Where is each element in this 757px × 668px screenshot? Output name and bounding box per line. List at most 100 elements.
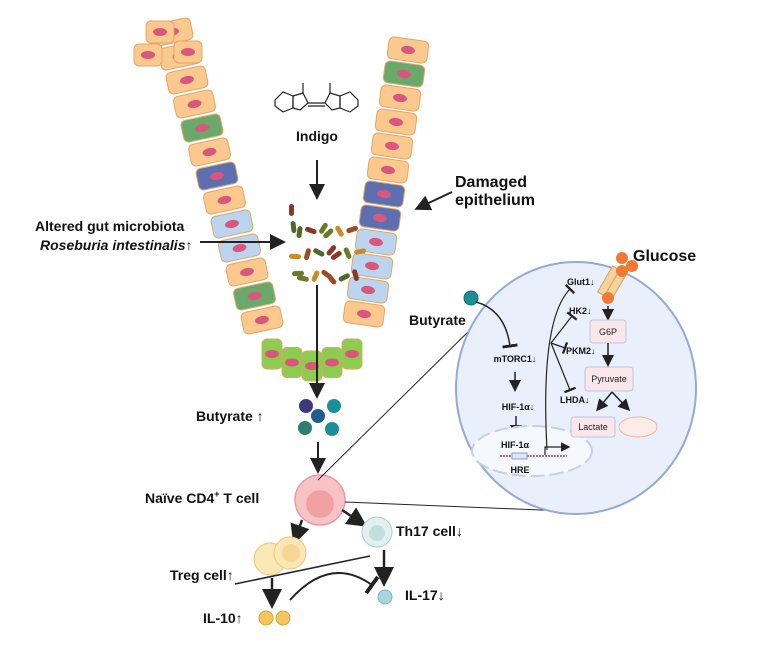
epithelial-cell-icon bbox=[342, 300, 386, 328]
hk2-label: HK2↓ bbox=[569, 306, 592, 316]
mitochondrion-icon bbox=[618, 416, 658, 438]
to-th17-arrow bbox=[341, 507, 368, 527]
epithelial-cell-icon bbox=[233, 281, 276, 311]
lactate-label: Lactate bbox=[578, 422, 608, 432]
epithelial-cell-icon bbox=[382, 60, 426, 88]
bacterium-icon bbox=[288, 253, 301, 260]
transcription-arrow bbox=[544, 442, 571, 455]
glucose-label: Glucose bbox=[633, 248, 696, 265]
butyrate-label: Butyrate bbox=[409, 312, 466, 328]
arrow bbox=[596, 391, 613, 412]
epithelial-cell-icon bbox=[366, 156, 410, 184]
bacterium-icon bbox=[304, 248, 311, 261]
roseburia-label: Roseburia intestinalis↑ bbox=[40, 237, 192, 253]
bacterium-icon bbox=[311, 270, 320, 282]
bacterium-icon bbox=[323, 228, 334, 239]
bacterium-icon bbox=[335, 225, 344, 237]
epithelial-cell-icon bbox=[301, 350, 323, 382]
epithelial-cell-icon bbox=[346, 276, 390, 304]
hif-inhibits-pkm2 bbox=[550, 341, 569, 355]
epithelial-cell-icon bbox=[173, 40, 203, 64]
epithelial-cell-icon bbox=[341, 338, 363, 370]
glucose-molecules-icon bbox=[602, 252, 638, 304]
th17-cell-icon bbox=[361, 516, 393, 548]
bacterium-icon bbox=[290, 221, 297, 234]
epithelial-cell-icon bbox=[145, 20, 175, 44]
treg-label: Treg cell↑ bbox=[170, 567, 234, 583]
pyruvate-label: Pyruvate bbox=[591, 374, 627, 384]
zoom-line bbox=[317, 324, 476, 481]
treg-cell-icon bbox=[253, 536, 307, 576]
microbiota-icon bbox=[288, 204, 367, 285]
bacterium-icon bbox=[321, 269, 333, 279]
epithelial-cell-icon bbox=[281, 346, 303, 378]
epithelial-cell-icon bbox=[386, 36, 430, 64]
il10-molecule-icon bbox=[275, 610, 291, 626]
th17-label: Th17 cell↓ bbox=[396, 523, 463, 539]
arrow bbox=[611, 391, 631, 412]
bacterium-icon bbox=[326, 245, 337, 256]
bacterium-icon bbox=[305, 226, 317, 235]
to-treg-arrow bbox=[290, 519, 310, 545]
hif-inhibits-hk2 bbox=[550, 311, 578, 344]
bacterium-icon bbox=[289, 204, 294, 216]
mtorc1-label: mTORC1↓ bbox=[494, 354, 537, 364]
bacterium-icon bbox=[313, 248, 325, 257]
zoom-line bbox=[344, 501, 566, 512]
epithelial-cell-icon bbox=[350, 252, 394, 280]
bacterium-icon bbox=[343, 247, 352, 259]
naive-t-cell-label: Naïve CD4+ T cell bbox=[145, 489, 259, 506]
epithelial-cell-icon bbox=[165, 65, 209, 95]
epithelial-cell-icon bbox=[240, 305, 284, 335]
hif-label: HIF-1α bbox=[501, 440, 530, 450]
hre-label: HRE bbox=[510, 465, 529, 475]
hre-box bbox=[511, 452, 528, 460]
epithelial-cell-icon bbox=[225, 257, 269, 287]
epithelial-cell-icon bbox=[203, 185, 246, 215]
indigo-label: Indigo bbox=[296, 128, 338, 144]
epithelial-cell-icon bbox=[261, 338, 283, 370]
treg-inhibits-th17 bbox=[289, 572, 380, 601]
epithelial-cell-icon bbox=[195, 161, 239, 191]
damaged-label-1: Damaged bbox=[455, 174, 527, 191]
epithelial-cell-icon bbox=[188, 137, 231, 167]
pyruvate-box bbox=[584, 366, 634, 392]
butyrate-molecule-icon bbox=[463, 290, 479, 306]
pkm2-label: PKM2↓ bbox=[566, 346, 596, 356]
hif-inhibits-glut1 bbox=[545, 283, 576, 451]
hif-down-label: HIF-1α↓ bbox=[502, 402, 535, 412]
nucleus-icon bbox=[471, 425, 593, 477]
bacterium-icon bbox=[292, 270, 305, 277]
epithelial-cell-icon bbox=[218, 233, 261, 263]
bacterium-icon bbox=[296, 275, 309, 282]
microbiota-label: Altered gut microbiota bbox=[35, 218, 185, 234]
il10-label: IL-10↑ bbox=[203, 610, 243, 626]
epithelial-cell-icon bbox=[210, 209, 254, 239]
treg-underline bbox=[234, 555, 371, 585]
bacterium-icon bbox=[354, 248, 367, 255]
epithelial-cell-icon bbox=[370, 132, 414, 160]
hif-inhibits-lhda bbox=[550, 342, 577, 394]
bacterium-icon bbox=[352, 269, 359, 282]
bacterium-icon bbox=[330, 250, 342, 260]
il17-label: IL-17↓ bbox=[405, 587, 445, 603]
bacterium-icon bbox=[346, 225, 358, 234]
g6p-label: G6P bbox=[599, 327, 617, 337]
bacterium-icon bbox=[338, 273, 350, 282]
epithelial-cell-icon bbox=[133, 43, 163, 67]
epithelial-cell-icon bbox=[374, 108, 418, 136]
butyrate-molecules-icon bbox=[298, 399, 341, 436]
il10-molecule-icon bbox=[258, 610, 274, 626]
indigo-molecule-icon bbox=[274, 83, 359, 113]
epithelial-cell-icon bbox=[362, 180, 406, 208]
epithelial-cell-icon bbox=[358, 204, 402, 232]
lactate-box bbox=[570, 416, 616, 438]
epithelial-cell-icon bbox=[354, 228, 398, 256]
lhda-label: LHDA↓ bbox=[560, 395, 590, 405]
glut1-label: Glut1↓ bbox=[567, 277, 595, 287]
intestinal-epithelium bbox=[133, 17, 430, 382]
butyrate-up-label: Butyrate ↑ bbox=[196, 408, 264, 424]
epithelial-cell-icon bbox=[378, 84, 422, 112]
